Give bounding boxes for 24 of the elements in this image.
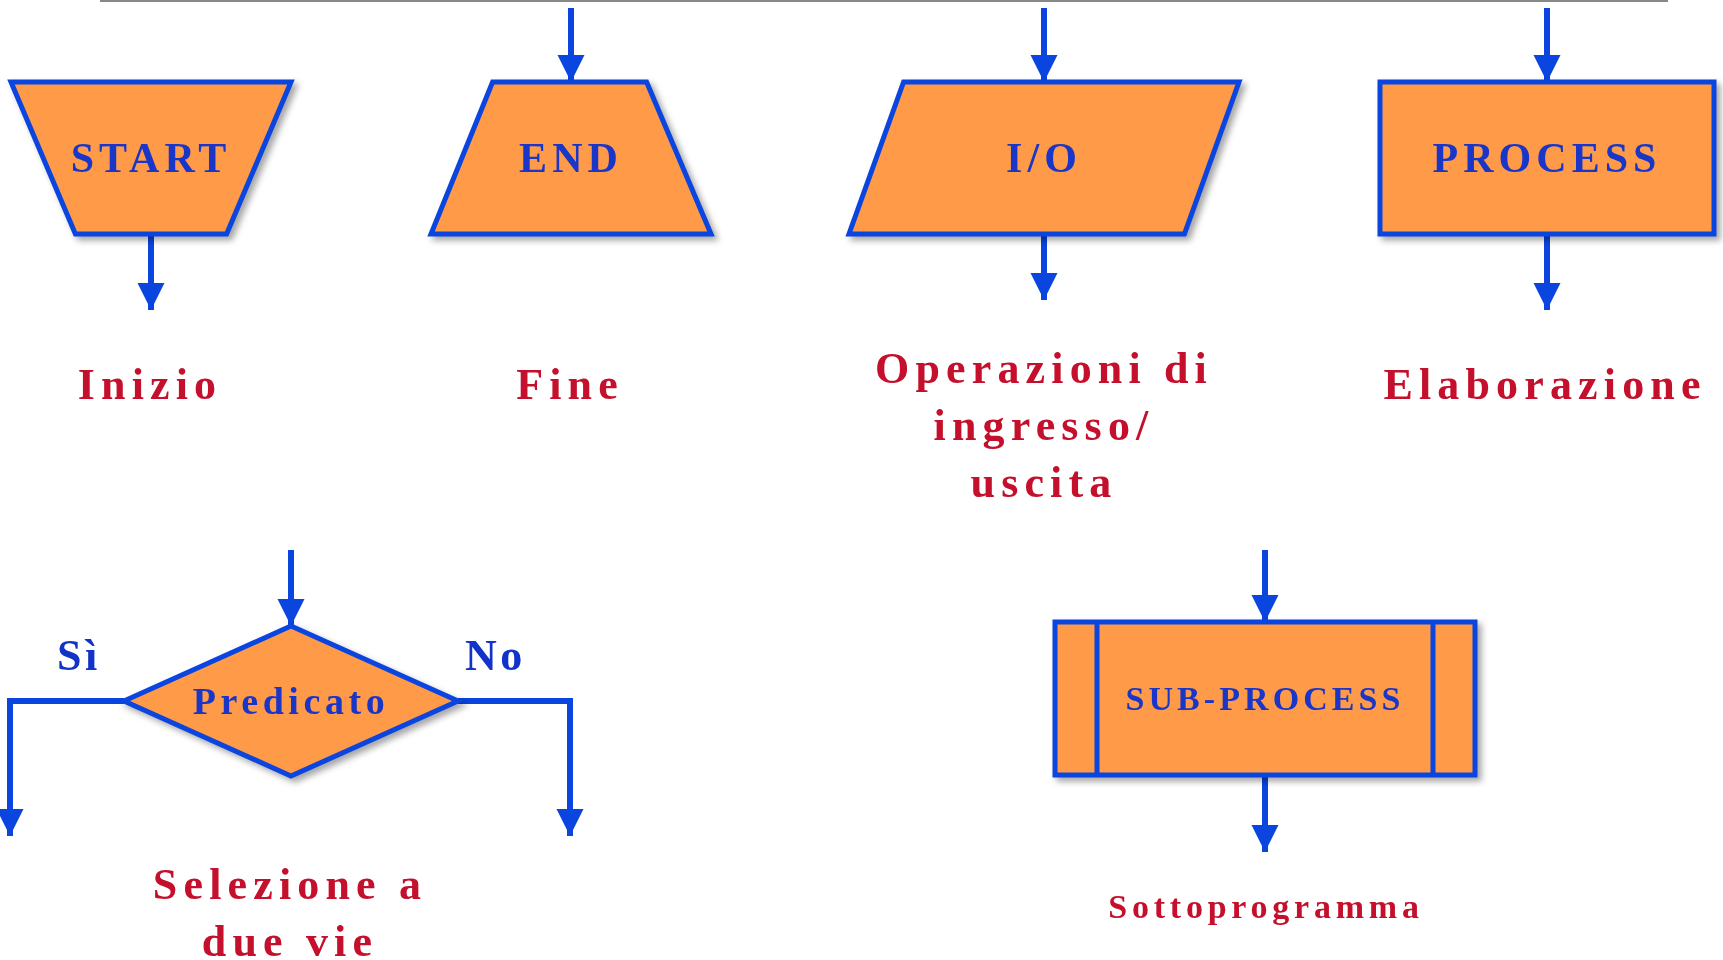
process-box: [1380, 82, 1714, 234]
arrow: [1030, 8, 1058, 82]
arrow: [277, 550, 305, 626]
shape-label: START: [70, 137, 232, 179]
arrow: [0, 698, 124, 836]
arrow: [1533, 8, 1561, 82]
arrow: [1251, 775, 1279, 852]
shape-label: SUB-PROCESS: [1125, 681, 1405, 716]
caption-text: Sottoprogramma: [1107, 887, 1425, 927]
arrow: [458, 698, 584, 836]
caption-text: Inizio: [76, 359, 224, 411]
arrow: [557, 8, 585, 82]
edge-label: Sì: [57, 634, 101, 678]
caption-text: Fine: [515, 359, 625, 411]
caption-text: Elaborazione: [1382, 359, 1708, 411]
subprocess-box: [1055, 622, 1475, 775]
caption-text: Operazioni di ingresso/ uscita: [874, 343, 1214, 510]
edge-label: No: [465, 634, 526, 678]
caption-text: Selezione a due vie: [151, 859, 429, 960]
shape-label: PROCESS: [1432, 137, 1662, 179]
arrow: [1251, 550, 1279, 622]
arrow: [1533, 234, 1561, 310]
arrow: [1030, 234, 1058, 300]
arrow: [137, 234, 165, 310]
